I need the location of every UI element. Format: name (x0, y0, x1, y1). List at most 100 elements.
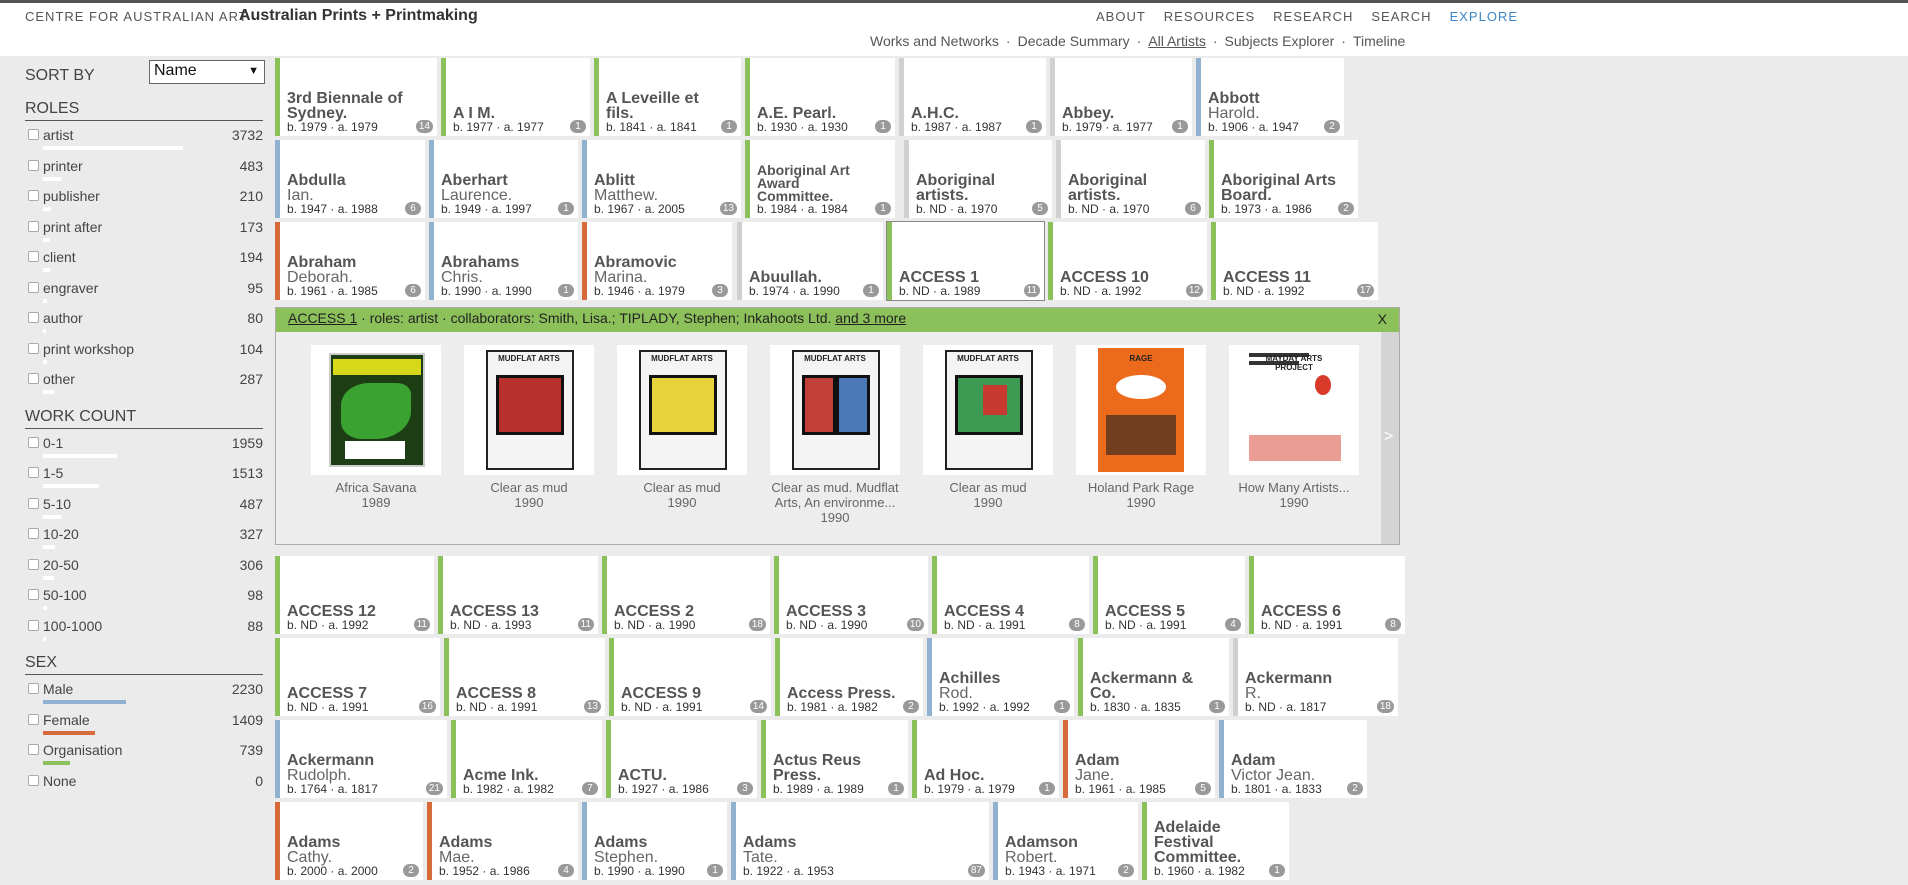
subnav-decade-summary[interactable]: Decade Summary (1017, 33, 1130, 49)
work-thumbnail[interactable]: MUDFLAT ARTS (923, 345, 1053, 475)
checkbox[interactable] (28, 220, 39, 232)
nav-research[interactable]: RESEARCH (1273, 9, 1354, 24)
checkbox[interactable] (28, 558, 39, 570)
nav-resources[interactable]: RESOURCES (1163, 9, 1256, 24)
nav-search[interactable]: SEARCH (1371, 9, 1432, 24)
checkbox[interactable] (28, 683, 39, 694)
subnav-timeline[interactable]: Timeline (1352, 33, 1406, 49)
subnav-all-artists[interactable]: All Artists (1148, 33, 1206, 49)
checkbox[interactable] (28, 619, 39, 631)
checkbox[interactable] (28, 467, 39, 478)
work-thumbnail[interactable] (311, 345, 441, 475)
work-thumbnail[interactable]: MUDFLAT ARTS (464, 345, 594, 475)
checkbox[interactable] (28, 129, 39, 140)
work-thumbnail[interactable]: MUDFLAT ARTS (617, 345, 747, 475)
checkbox[interactable] (28, 373, 39, 384)
detail-more-link[interactable]: and 3 more (835, 310, 907, 326)
checkbox[interactable] (28, 159, 39, 171)
work-thumbnail[interactable]: MUDFLAT ARTS (770, 345, 900, 475)
work-thumbnail[interactable]: MAYDAY ARTS PROJECT (1229, 345, 1359, 475)
checkbox[interactable] (28, 281, 39, 293)
site-name[interactable]: CENTRE FOR AUSTRALIAN ART (25, 9, 248, 24)
checkbox[interactable] (28, 251, 39, 262)
checkbox[interactable] (28, 589, 39, 600)
work-thumbnail[interactable]: RAGE (1076, 345, 1206, 475)
checkbox[interactable] (28, 190, 39, 201)
nav-about[interactable]: ABOUT (1095, 9, 1146, 24)
checkbox[interactable] (28, 744, 39, 755)
checkbox[interactable] (28, 436, 39, 448)
next-works-button[interactable]: > (1381, 332, 1399, 544)
checkbox[interactable] (28, 312, 39, 323)
detail-artist-link[interactable]: ACCESS 1 (288, 310, 358, 326)
close-icon[interactable]: X (1377, 311, 1387, 327)
checkbox[interactable] (28, 342, 39, 354)
checkbox[interactable] (28, 774, 39, 786)
